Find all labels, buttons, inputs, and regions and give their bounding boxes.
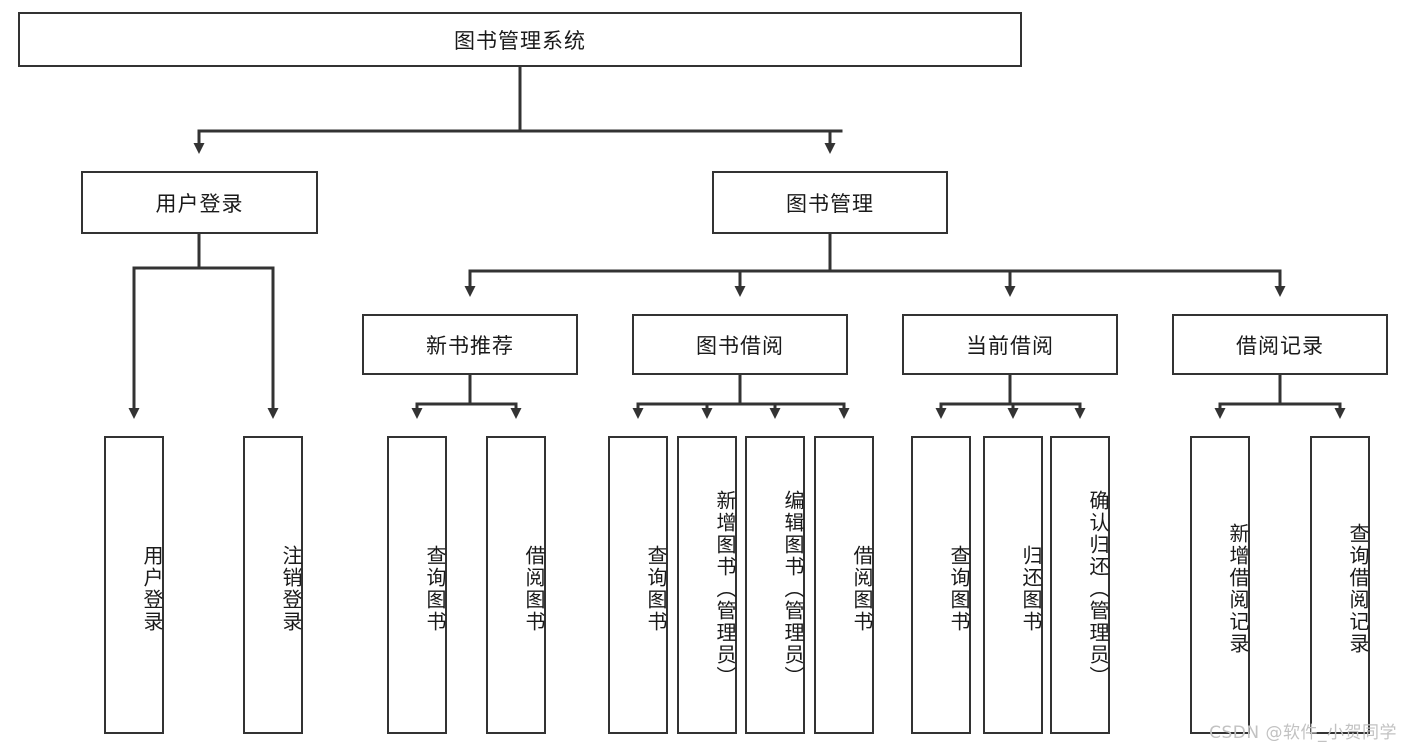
node-book-borrow[interactable]: 图书借阅 <box>632 314 848 375</box>
node-label: 确认归还（管理员） <box>1086 490 1110 688</box>
leaf-borrow-book[interactable]: 借阅图书 <box>814 436 874 734</box>
node-label: 图书借阅 <box>696 333 784 358</box>
leaf-borrow-book-recommend[interactable]: 借阅图书 <box>486 436 546 734</box>
node-new-book-recommend[interactable]: 新书推荐 <box>362 314 578 375</box>
leaf-user-login[interactable]: 用户登录 <box>104 436 164 734</box>
node-label: 借阅图书 <box>850 545 874 633</box>
leaf-query-borrow-record[interactable]: 查询借阅记录 <box>1310 436 1370 734</box>
node-user-login[interactable]: 用户登录 <box>81 171 318 234</box>
node-label: 查询图书 <box>947 545 971 633</box>
node-label: 当前借阅 <box>966 333 1054 358</box>
leaf-query-book-current[interactable]: 查询图书 <box>911 436 971 734</box>
leaf-query-book-recommend[interactable]: 查询图书 <box>387 436 447 734</box>
node-current-borrow[interactable]: 当前借阅 <box>902 314 1118 375</box>
leaf-return-book[interactable]: 归还图书 <box>983 436 1043 734</box>
node-label: 新增借阅记录 <box>1226 523 1250 655</box>
node-label: 图书管理系统 <box>454 28 586 53</box>
leaf-query-book-borrow[interactable]: 查询图书 <box>608 436 668 734</box>
node-root-system[interactable]: 图书管理系统 <box>18 12 1022 67</box>
node-label: 编辑图书（管理员） <box>781 490 805 688</box>
csdn-watermark: CSDN @软件_小贺同学 <box>1209 723 1397 743</box>
node-book-management[interactable]: 图书管理 <box>712 171 948 234</box>
node-label: 查询图书 <box>423 545 447 633</box>
node-label: 查询图书 <box>644 545 668 633</box>
leaf-add-borrow-record[interactable]: 新增借阅记录 <box>1190 436 1250 734</box>
node-label: 用户登录 <box>140 545 164 633</box>
node-label: 借阅记录 <box>1236 333 1324 358</box>
node-label: 图书管理 <box>786 191 874 216</box>
node-label: 借阅图书 <box>522 545 546 633</box>
node-label: 新增图书（管理员） <box>713 490 737 688</box>
leaf-add-book[interactable]: 新增图书（管理员） <box>677 436 737 734</box>
leaf-confirm-return[interactable]: 确认归还（管理员） <box>1050 436 1110 734</box>
node-label: 注销登录 <box>279 545 303 633</box>
node-label: 归还图书 <box>1019 545 1043 633</box>
leaf-logout[interactable]: 注销登录 <box>243 436 303 734</box>
node-label: 查询借阅记录 <box>1346 523 1370 655</box>
node-label: 新书推荐 <box>426 333 514 358</box>
node-borrow-record[interactable]: 借阅记录 <box>1172 314 1388 375</box>
leaf-edit-book[interactable]: 编辑图书（管理员） <box>745 436 805 734</box>
node-label: 用户登录 <box>155 191 244 216</box>
